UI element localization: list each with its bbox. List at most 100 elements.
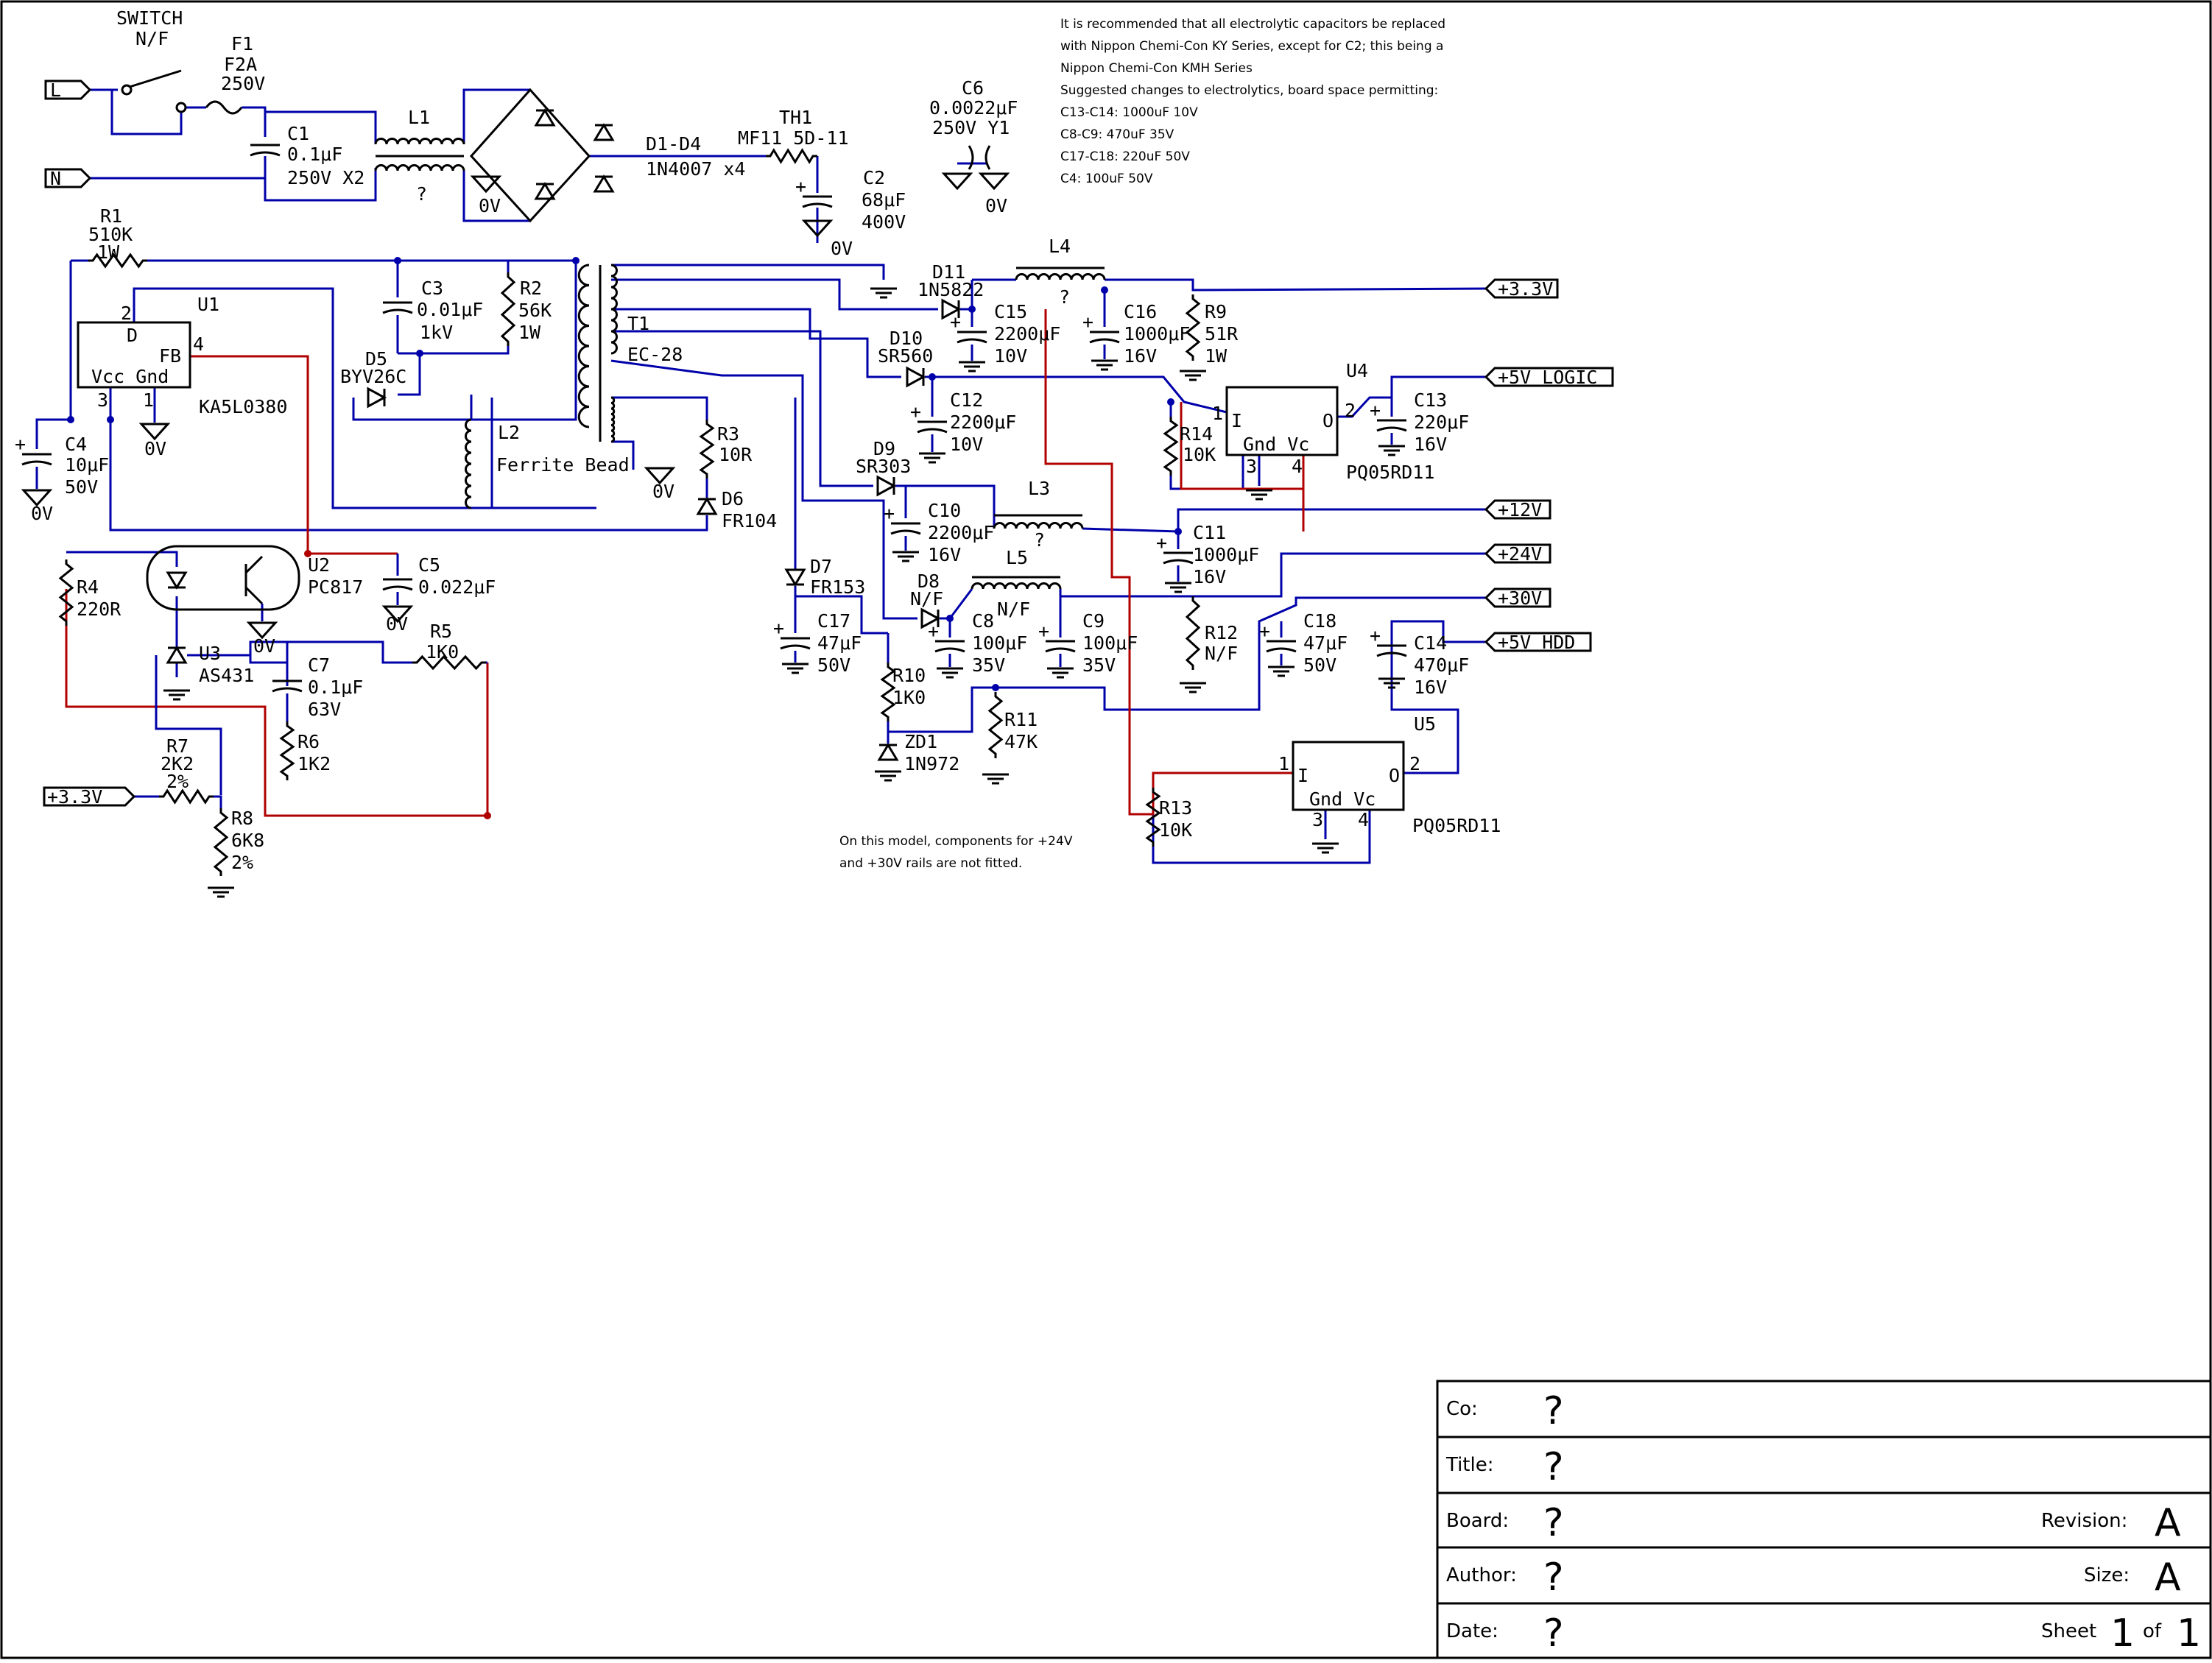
r10-resistor	[880, 663, 896, 721]
c14-label: C14	[1414, 632, 1447, 654]
t1-label: T1	[627, 313, 649, 334]
svg-text:I: I	[1297, 765, 1308, 786]
c6-cap	[968, 145, 991, 170]
c5-label: C5	[418, 554, 440, 576]
c12-label: C12	[950, 389, 983, 411]
th1-label: TH1	[779, 107, 812, 128]
svg-text:+3.3V: +3.3V	[1498, 278, 1553, 300]
svg-text:FB: FB	[159, 345, 181, 367]
l5-coil	[971, 582, 1062, 590]
c4-value: 10μF	[65, 454, 109, 476]
c8-value: 100μF	[972, 632, 1027, 654]
size-label: Size:	[2084, 1564, 2130, 1586]
c14-value: 470μF	[1414, 654, 1469, 676]
c15-value: 2200μF	[994, 323, 1060, 345]
svg-text:0V: 0V	[985, 195, 1007, 216]
c13-rating: 16V	[1414, 434, 1447, 455]
c17-value: 47μF	[817, 632, 862, 654]
f1-rating: 250V	[221, 73, 265, 94]
c8-label: C8	[972, 610, 994, 632]
r12-label: R12	[1205, 622, 1238, 643]
c8-cap-polarity: +	[928, 621, 939, 642]
c7-label: C7	[308, 654, 330, 676]
d9-value: SR303	[856, 456, 911, 477]
c13-label: C13	[1414, 389, 1447, 411]
gnd-c5	[381, 605, 414, 624]
wire	[895, 484, 907, 518]
r7-tolerance: 2%	[166, 771, 189, 792]
svg-text:3: 3	[97, 389, 108, 411]
svg-text:C17-C18: 220uF 50V: C17-C18: 220uF 50V	[1060, 149, 1190, 164]
d9-diode	[876, 475, 897, 497]
sheet-number: 1	[2110, 1611, 2135, 1656]
r7-resistor	[159, 788, 214, 805]
r2-resistor	[500, 272, 516, 346]
c8-rating: 35V	[972, 654, 1005, 676]
wires	[35, 88, 1487, 864]
board-label: Board:	[1446, 1510, 1509, 1532]
c1-value: 0.1μF	[287, 144, 342, 165]
l5-label: L5	[1006, 547, 1028, 568]
u3-part: AS431	[199, 665, 254, 686]
wire	[462, 171, 530, 222]
svg-text:with Nippon Chemi-Con KY Serie: with Nippon Chemi-Con KY Series, except …	[1060, 39, 1443, 54]
c5-value: 0.022μF	[418, 576, 496, 598]
svg-text:C8-C9: 470uF 35V: C8-C9: 470uF 35V	[1060, 127, 1174, 142]
c1-label: C1	[287, 123, 309, 144]
c2-value: 68μF	[862, 189, 906, 211]
svg-text:+12V: +12V	[1498, 499, 1542, 520]
wire	[1105, 278, 1487, 292]
svg-text:2: 2	[1409, 753, 1420, 774]
switch-value: N/F	[135, 28, 169, 49]
u2-part: PC817	[308, 576, 363, 598]
th1-value: MF11 5D-11	[738, 127, 849, 149]
port-L: L	[44, 80, 92, 101]
ground-labels: 0V 0V 0V 0V 0V 0V 0V 0V	[31, 195, 1007, 657]
c11-label: C11	[1193, 522, 1226, 543]
c2-rating: 400V	[862, 211, 906, 233]
zd1-label: ZD1	[904, 731, 937, 752]
u2-label: U2	[308, 554, 330, 576]
d8-label: D8	[917, 571, 940, 592]
svg-text:4: 4	[193, 333, 204, 355]
svg-text:0V: 0V	[253, 635, 275, 657]
r3-label: R3	[717, 423, 739, 445]
c10-value: 2200μF	[928, 522, 994, 543]
svg-text:3: 3	[1312, 809, 1323, 830]
svg-text:0V: 0V	[144, 438, 166, 459]
t1-sec-b	[610, 396, 616, 443]
author-value: ?	[1543, 1556, 1564, 1600]
d10-diode	[906, 366, 926, 388]
svg-text:Gnd Vc: Gnd Vc	[1309, 788, 1376, 810]
l2-value: Ferrite Bead	[496, 454, 630, 476]
junction-dot	[992, 684, 999, 691]
r6-label: R6	[297, 731, 320, 752]
gnd-u1	[138, 423, 171, 441]
c11-cap-plate	[1163, 559, 1194, 565]
r7-value: 2K2	[161, 753, 194, 774]
gnd-aux	[644, 467, 676, 485]
wire	[925, 375, 1227, 414]
d5-diode	[367, 386, 387, 409]
c4-cap-polarity: +	[15, 434, 26, 455]
wire	[611, 440, 635, 470]
title-label: Title:	[1445, 1454, 1493, 1476]
c16-label: C16	[1124, 301, 1157, 322]
r7-label: R7	[166, 735, 189, 757]
c9-rating: 35V	[1082, 654, 1116, 676]
l5-value: N/F	[997, 599, 1030, 620]
d6-label: D6	[722, 488, 744, 509]
r2-label: R2	[520, 278, 542, 299]
r2-rating: 1W	[518, 322, 541, 343]
l4-label: L4	[1049, 236, 1071, 257]
wire	[611, 278, 938, 311]
c14-cap-polarity: +	[1370, 625, 1381, 646]
c18-value: 47μF	[1303, 632, 1348, 654]
c15-cap-polarity: +	[950, 311, 961, 333]
wire	[940, 588, 973, 620]
c12-cap-polarity: +	[910, 401, 921, 423]
r14-label: R14	[1180, 423, 1213, 445]
svg-text:3: 3	[1246, 456, 1257, 477]
d8-value: N/F	[910, 588, 943, 610]
t1-value: EC-28	[627, 344, 683, 365]
